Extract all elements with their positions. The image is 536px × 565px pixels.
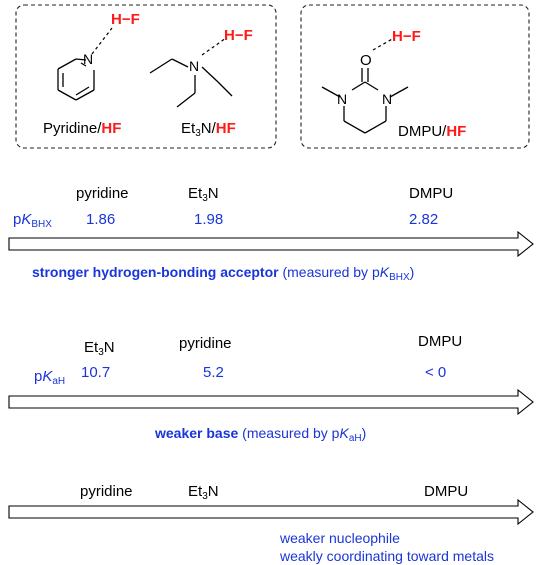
scale1-value-dmpu: 2.82 [409, 211, 439, 228]
dmpu-n1-atom: N [337, 91, 348, 107]
scale2-caption: weaker base (measured by pKaH) [155, 425, 367, 444]
scale2-value-et3n: 10.7 [81, 364, 111, 381]
scale3-label-pyridine: pyridine [80, 483, 133, 500]
et3n-n-atom: N [189, 58, 200, 74]
scale2-label-dmpu: DMPU [418, 333, 463, 350]
dmpu-o-atom: O [360, 52, 372, 69]
scale2-value-dmpu: < 0 [425, 364, 447, 381]
box-pyridine-et3n [15, 4, 277, 149]
et3n-structure [149, 58, 233, 108]
scale1-label-pyridine: pyridine [76, 185, 129, 202]
scale1-value-pyridine: 1.86 [86, 211, 116, 228]
hbond-dmpu [372, 37, 395, 51]
box-dmpu [300, 4, 530, 149]
scale1-caption: stronger hydrogen-bonding acceptor (meas… [32, 264, 415, 283]
scale2-label-pyridine: pyridine [179, 335, 232, 352]
scale1-label-dmpu: DMPU [409, 185, 454, 202]
scale3-caption-line2: weakly coordinating toward metals [280, 548, 494, 564]
scale2-parameter: pKaH [34, 368, 66, 387]
et3n-hf-label: Et3N/HF [181, 120, 236, 139]
scale1-label-et3n: Et3N [188, 185, 219, 204]
scale2-label-et3n: Et3N [84, 339, 115, 358]
scale1-value-et3n: 1.98 [194, 211, 224, 228]
arrow-scale1 [8, 230, 534, 258]
hf-label-dmpu: H−F [392, 28, 421, 45]
scale3-caption-line1: weaker nucleophile [280, 530, 400, 546]
hbond-et3n [201, 37, 227, 56]
hbond-pyridine [91, 27, 113, 55]
dmpu-hf-label: DMPU/HF [398, 123, 467, 140]
hf-label-pyridine: H−F [111, 11, 140, 28]
arrow-scale2 [8, 388, 534, 416]
scale3-label-et3n: Et3N [188, 483, 219, 502]
arrow-scale3 [8, 498, 534, 526]
scale1-parameter: pKBHX [13, 211, 52, 230]
dmpu-structure [321, 68, 409, 134]
scale2-value-pyridine: 5.2 [203, 364, 224, 381]
pyridine-n-atom: N [83, 51, 94, 67]
hf-label-et3n: H−F [224, 27, 253, 44]
scale3-label-dmpu: DMPU [424, 483, 469, 500]
pyridine-hf-label: Pyridine/HF [43, 120, 122, 137]
pyridine-structure [57, 58, 95, 101]
dmpu-n2-atom: N [382, 91, 393, 107]
